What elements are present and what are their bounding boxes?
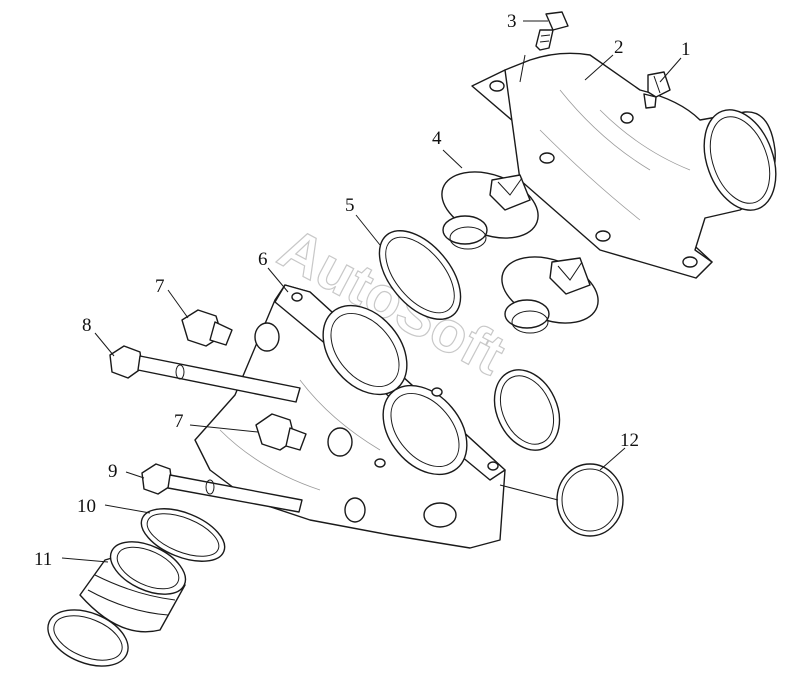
leader-6	[267, 267, 289, 293]
leader-12b	[499, 484, 559, 501]
part-11-pipe-sleeve	[79, 541, 187, 633]
callout-11: 11	[34, 549, 52, 570]
leader-7b	[189, 424, 259, 433]
callout-8: 8	[82, 315, 92, 336]
callout-7-lower: 7	[174, 411, 184, 432]
part-6-housing-body	[194, 284, 506, 549]
part-5-gasket	[378, 230, 462, 320]
part-10-seal-ring	[140, 508, 226, 562]
leader-7a	[167, 289, 189, 319]
leader-3b	[519, 54, 526, 83]
part-8-long-bolt	[109, 345, 301, 403]
callout-5: 5	[345, 195, 355, 216]
callout-4: 4	[432, 128, 442, 149]
housing-right-ring	[493, 369, 561, 451]
leader-2	[584, 54, 614, 81]
part-2-housing-cover	[471, 52, 777, 279]
leader-12	[599, 447, 626, 471]
part-9-long-bolt	[141, 463, 303, 513]
callout-9: 9	[108, 461, 118, 482]
part-7-plug-upper	[181, 309, 233, 347]
leader-5	[355, 214, 381, 246]
leader-11	[61, 557, 109, 563]
leader-1	[659, 57, 682, 83]
callout-1: 1	[681, 39, 691, 60]
leader-4	[442, 149, 463, 169]
lower-seal-ring	[47, 609, 129, 667]
callout-3: 3	[507, 11, 517, 32]
part-12-o-ring	[556, 463, 624, 537]
callout-7-upper: 7	[155, 276, 165, 297]
callout-labels: 1 2 3 4 5 6 7 7 8 9 10 11 12	[34, 11, 691, 570]
part-4-thermostat-lower	[501, 256, 599, 334]
callout-2: 2	[614, 37, 624, 58]
part-1-fitting	[643, 71, 671, 109]
part-3-bolt	[535, 11, 569, 51]
part-7-plug-lower	[255, 413, 307, 451]
callout-12: 12	[620, 430, 639, 451]
callout-6: 6	[258, 249, 268, 270]
callout-10: 10	[77, 496, 96, 517]
leader-10	[104, 504, 151, 514]
leader-9	[125, 471, 145, 479]
leader-lines	[61, 20, 682, 563]
leader-8	[94, 332, 115, 357]
part-4-thermostat-upper	[441, 171, 539, 250]
